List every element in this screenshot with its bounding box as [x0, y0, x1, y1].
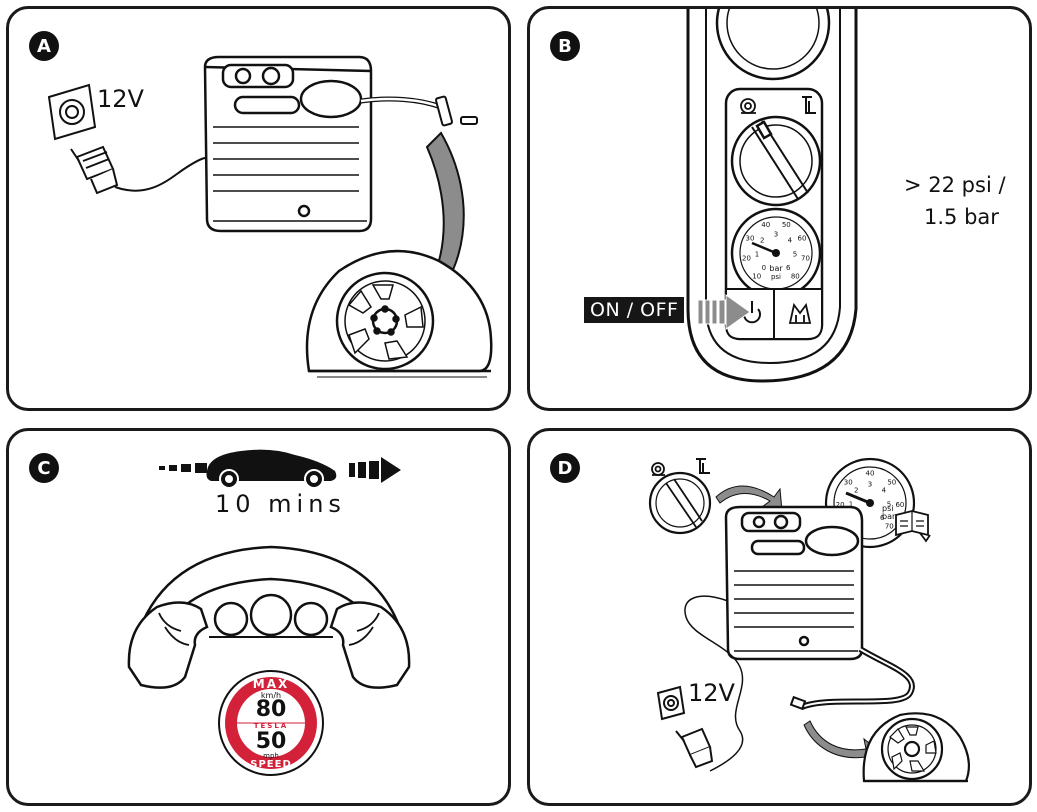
gauge-unit-bar: bar — [882, 512, 896, 521]
bar-tick-label: 5 — [793, 250, 797, 258]
step-badge-c: C — [29, 453, 59, 483]
bar-tick-label: 5 — [887, 500, 891, 508]
bar-tick-label: 4 — [882, 486, 887, 494]
gauge-unit-psi: psi — [771, 273, 781, 281]
gauge-unit-bar: bar — [769, 264, 783, 273]
psi-tick-label: 10 — [752, 272, 761, 280]
panel-a: A 12V — [6, 6, 511, 411]
psi-tick-label: 30 — [746, 234, 755, 242]
gauge-unit-psi: psi — [882, 504, 893, 513]
panel-d: D 12V 102030405060700123456 psi bar — [527, 428, 1032, 806]
left-hand-icon — [127, 601, 209, 689]
sealant-mode-icon — [696, 458, 710, 474]
gauge-needle — [845, 491, 871, 505]
press-arrow-icon — [697, 294, 751, 330]
steering-wheel-icon — [137, 545, 403, 638]
tire-mode-icon — [651, 462, 665, 476]
sign-speed-label: SPEED — [250, 759, 292, 770]
step-badge-b: B — [550, 31, 580, 61]
selector-dial — [730, 115, 822, 207]
bar-tick-label: 0 — [762, 264, 766, 272]
psi-tick-label: 30 — [844, 479, 853, 487]
on-off-label: ON / OFF — [584, 297, 685, 323]
sign-kmh-value: 80 — [255, 697, 287, 722]
bar-tick-label: 1 — [755, 250, 759, 258]
bar-tick-label: 3 — [774, 230, 778, 238]
compressor-connect-illustration — [47, 55, 493, 378]
compressor-controls-illustration: 10 20 30 40 50 60 70 80 012 3 456 bar psi — [686, 9, 858, 383]
sign-mph-value: 50 — [255, 729, 287, 754]
bar-tick-label: 2 — [854, 486, 858, 494]
bar-tick-label: 1 — [849, 500, 853, 508]
psi-tick-label: 20 — [836, 501, 845, 509]
tire-mode-icon — [740, 98, 756, 114]
plug-icon — [675, 727, 714, 769]
motion-lines-icon — [159, 463, 207, 473]
pressure-threshold-bar-label: 1.5 bar — [924, 205, 999, 229]
forward-arrow-icon — [349, 457, 401, 483]
sealant-mode-icon — [802, 96, 816, 114]
psi-tick-label: 40 — [761, 221, 770, 229]
deflate-icon — [788, 302, 812, 324]
voltage-label: 12V — [97, 85, 144, 113]
wheel-icon — [862, 712, 971, 783]
pressure-threshold-label: > 22 psi / — [904, 173, 1006, 197]
bar-tick-label: 6 — [880, 514, 885, 522]
sign-kmh-label: km/h — [260, 691, 282, 700]
manual-icon — [895, 510, 931, 543]
psi-tick-label: 70 — [885, 522, 894, 530]
psi-tick-label: 80 — [791, 272, 800, 280]
power-socket-icon — [656, 685, 686, 721]
psi-tick-label: 60 — [798, 234, 807, 242]
wheel-icon — [305, 249, 493, 378]
bar-tick-label: 4 — [788, 236, 793, 244]
drive-duration-label: 10 mins — [215, 490, 346, 518]
voltage-label: 12V — [688, 679, 735, 707]
sign-brand: TESLA — [253, 722, 289, 730]
panel-c: C 10 mins — [6, 428, 511, 806]
right-hand-icon — [329, 601, 411, 689]
pressure-gauge: 10 20 30 40 50 60 70 80 012 3 456 bar psi — [730, 207, 822, 299]
speed-sign-text: MAX km/h 80 TESLA 50 mph SPEED — [219, 671, 323, 775]
disconnect-and-check-illustration: 102030405060700123456 psi bar — [648, 457, 971, 783]
step-badge-d: D — [550, 453, 580, 483]
compressor-icon — [203, 55, 373, 233]
selector-dial — [648, 471, 712, 535]
psi-tick-label: 50 — [887, 479, 896, 487]
power-socket-icon — [47, 83, 97, 141]
psi-tick-label: 20 — [742, 255, 751, 263]
drive-instruction-illustration — [127, 449, 411, 776]
bar-tick-label: 6 — [786, 264, 791, 272]
step-badge-a: A — [29, 31, 59, 61]
speed-limit-sign — [218, 670, 324, 776]
car-icon — [206, 449, 337, 489]
psi-tick-label: 60 — [895, 501, 904, 509]
sign-mph-label: mph — [263, 752, 279, 760]
sign-max-label: MAX — [252, 677, 290, 691]
psi-tick-label: 40 — [866, 469, 875, 477]
bar-tick-label: 2 — [760, 236, 764, 244]
psi-tick-label: 70 — [801, 255, 810, 263]
bar-tick-label: 3 — [868, 480, 872, 488]
gauge-needle — [751, 241, 777, 255]
compressor-icon — [724, 505, 864, 661]
psi-tick-label: 50 — [782, 221, 791, 229]
plug-icon — [70, 145, 119, 195]
